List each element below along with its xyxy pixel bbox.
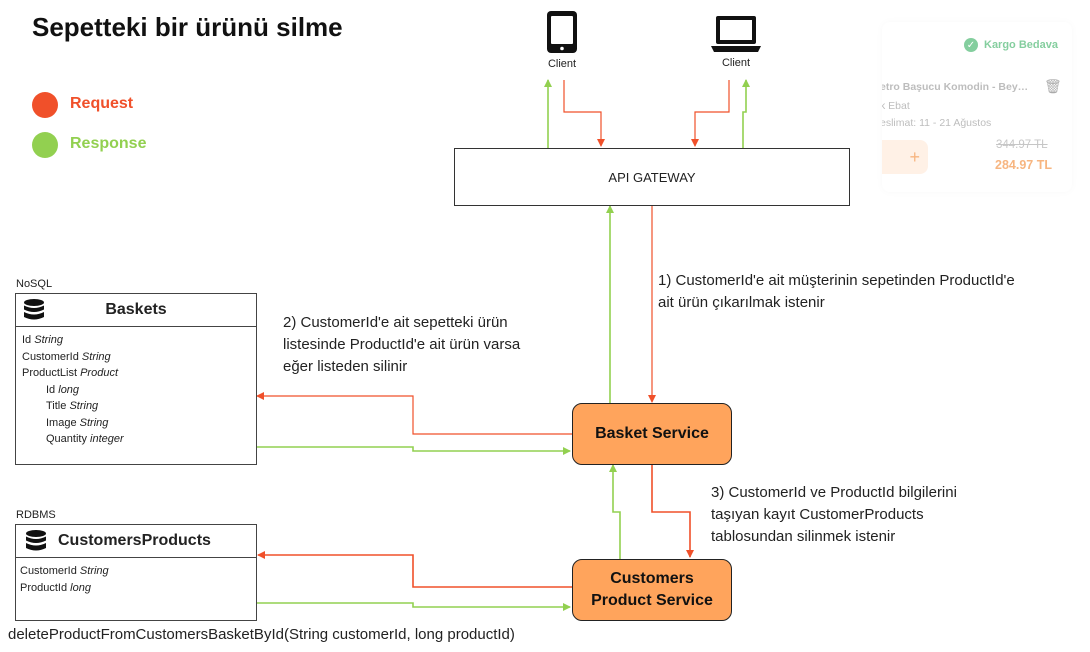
database-icon (22, 298, 46, 327)
field-name: Id (46, 383, 56, 396)
basket-product-card: ✓ Kargo Bedava etro Başucu Komodin - Bey… (882, 22, 1072, 192)
customers-db-name: CustomersProducts (58, 532, 211, 549)
legend-response-label: Response (70, 135, 147, 152)
client-label-laptop: Client (721, 57, 751, 69)
customers-db-header: CustomersProducts (16, 525, 256, 558)
api-gateway-box: API GATEWAY (454, 148, 850, 206)
field-row: ProductList Product (22, 365, 250, 382)
baskets-db-type: NoSQL (16, 278, 53, 290)
arrow-laptop-to-gateway-request (691, 80, 730, 147)
legend-response-dot (32, 132, 58, 158)
step1-note-line: 1) CustomerId'e ait müşterinin sepetinde… (658, 272, 1015, 289)
arrow-db-to-customers-response (257, 602, 571, 611)
customers-product-service-label-line2: Product Service (591, 592, 713, 609)
mobile-phone-icon (546, 10, 578, 59)
arrow-phone-to-gateway-request (563, 80, 605, 147)
customers-product-service-label-line1: Customers (610, 570, 694, 587)
customers-db-table: CustomersProducts CustomerId String Prod… (15, 524, 257, 621)
field-type: integer (90, 433, 124, 445)
step2-note: 2) CustomerId'e ait sepetteki ürün liste… (283, 312, 521, 378)
field-row: Title String (22, 398, 250, 415)
step2-note-line: listesinde ProductId'e ait ürün varsa (283, 336, 521, 353)
field-row: CustomerId String (22, 349, 250, 366)
field-row: Image String (22, 415, 250, 432)
field-name: ProductId (20, 581, 68, 594)
increase-quantity-button[interactable]: + (882, 140, 928, 174)
trash-icon[interactable]: 🗑 (1044, 78, 1062, 94)
step3-note-line: taşıyan kayıt CustomerProducts (711, 506, 924, 523)
field-type: String (81, 350, 111, 363)
check-circle-icon: ✓ (964, 38, 978, 52)
step1-note: 1) CustomerId'e ait müşterinin sepetinde… (658, 270, 1015, 314)
customers-db-type: RDBMS (16, 509, 56, 521)
free-shipping-badge: ✓ Kargo Bedava (964, 38, 1058, 52)
delivery-info: eslimat: 11 - 21 Ağustos (882, 117, 992, 129)
step3-note: 3) CustomerId ve ProductId bilgilerini t… (711, 482, 957, 548)
product-title: etro Başucu Komodin - Bey… (882, 81, 1029, 93)
field-type: long (70, 581, 91, 594)
field-name: Image (46, 416, 77, 429)
field-name: Quantity (46, 433, 87, 445)
legend-request-dot (32, 92, 58, 118)
new-price: 284.97 TL (995, 158, 1052, 172)
customers-db-fields: CustomerId String ProductId long (16, 558, 256, 601)
field-row: ProductId long (20, 580, 250, 597)
field-type: String (79, 565, 109, 577)
api-gateway-label: API GATEWAY (608, 169, 696, 185)
field-name: CustomerId (20, 565, 77, 577)
arrow-customers-to-basket-response (609, 464, 621, 559)
field-row: CustomerId String (20, 563, 250, 580)
customers-product-service-box: Customers Product Service (572, 559, 732, 621)
field-row: Quantity integer (22, 431, 250, 448)
field-row: Id long (22, 382, 250, 399)
basket-service-label: Basket Service (595, 425, 709, 442)
arrow-basket-to-customers-request (651, 463, 694, 558)
arrow-customers-to-db-request (257, 551, 572, 588)
field-type: String (79, 416, 109, 429)
field-name: CustomerId (22, 350, 79, 363)
field-name: Id (22, 334, 32, 346)
step2-note-line: eğer listeden silinir (283, 358, 408, 375)
field-type: long (58, 383, 80, 396)
field-name: Title (46, 400, 67, 412)
step2-note-line: 2) CustomerId'e ait sepetteki ürün (283, 314, 508, 331)
basket-service-box: Basket Service (572, 403, 732, 465)
baskets-db-table: Baskets Id String CustomerId String Prod… (15, 293, 257, 465)
baskets-db-name: Baskets (105, 301, 167, 318)
page-title: Sepetteki bir ürünü silme (32, 12, 343, 42)
arrow-gateway-to-laptop-response (742, 79, 750, 148)
arrow-basket-to-baskets-db-request (256, 392, 572, 435)
client-label-phone: Client (547, 58, 577, 70)
step3-note-line: tablosundan silinmek istenir (711, 528, 896, 545)
field-type: String (34, 334, 63, 346)
field-row: Id String (22, 332, 250, 349)
product-size: k Ebat (882, 100, 910, 112)
legend-request-label: Request (70, 95, 134, 112)
field-name: ProductList (22, 367, 78, 379)
baskets-db-header: Baskets (16, 294, 256, 327)
baskets-db-fields: Id String CustomerId String ProductList … (16, 327, 256, 453)
step1-note-line: ait ürün çıkarılmak istenir (658, 294, 825, 311)
field-type: Product (80, 367, 119, 379)
field-type: String (69, 400, 99, 412)
step3-note-line: 3) CustomerId ve ProductId bilgilerini (711, 484, 957, 501)
function-signature: deleteProductFromCustomersBasketById(Str… (8, 626, 515, 643)
laptop-icon (710, 14, 762, 59)
old-price: 344.97 TL (996, 139, 1048, 151)
free-shipping-label: Kargo Bedava (984, 39, 1058, 51)
database-icon (24, 529, 48, 558)
arrow-baskets-db-to-basket-response (257, 446, 571, 455)
